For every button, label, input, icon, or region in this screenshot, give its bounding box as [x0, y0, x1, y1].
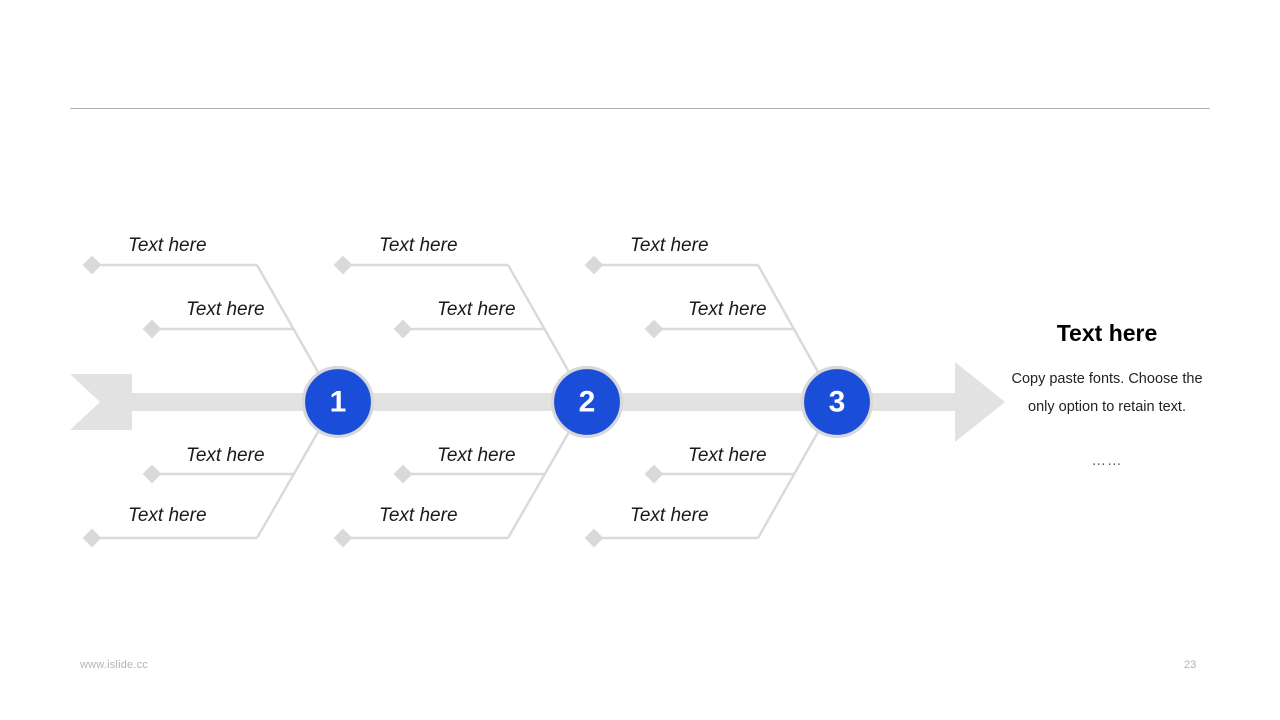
branch-label[interactable]: Text here	[437, 445, 516, 466]
node-circle-bg	[301, 365, 375, 439]
side-panel-title[interactable]: Text here	[1056, 320, 1158, 346]
branch-label[interactable]: Text here	[128, 235, 207, 256]
spine-diagonal-bottom	[255, 431, 320, 539]
branch-label[interactable]: Text here	[630, 235, 709, 256]
branch-label[interactable]: Text here	[379, 235, 458, 256]
node-number: 1	[330, 386, 347, 419]
branch-group-3	[584, 255, 820, 548]
side-panel-ellipsis: ……	[1091, 453, 1123, 469]
branch-label[interactable]: Text here	[688, 445, 767, 466]
spine-diagonal-bottom	[506, 431, 571, 539]
node-circle-bg	[800, 365, 874, 439]
branch-label[interactable]: Text here	[186, 299, 265, 320]
footer-website[interactable]: www.islide.cc	[80, 659, 149, 671]
arrow-tail	[70, 374, 132, 430]
spine-diagonal-top	[756, 264, 820, 373]
node-circle-3[interactable]: 3	[800, 365, 874, 439]
spine-diagonal-top	[255, 264, 320, 373]
branch-label[interactable]: Text here	[437, 299, 516, 320]
node-circle-bg	[550, 365, 624, 439]
node-number: 3	[829, 386, 846, 419]
spine-diagonal-bottom	[756, 431, 820, 539]
node-circle-2[interactable]: 2	[550, 365, 624, 439]
footer-page-number: 23	[1184, 659, 1197, 671]
node-circle-1[interactable]: 1	[301, 365, 375, 439]
branch-group-2	[333, 255, 571, 548]
branch-label[interactable]: Text here	[186, 445, 265, 466]
branch-group-1	[82, 255, 320, 548]
branch-label[interactable]: Text here	[128, 505, 207, 526]
arrow-head	[955, 362, 1005, 442]
side-panel-body[interactable]: Copy paste fonts. Choose the only option…	[1011, 370, 1203, 416]
branch-label[interactable]: Text here	[379, 505, 458, 526]
branch-label[interactable]: Text here	[688, 299, 767, 320]
header-divider	[70, 108, 1210, 109]
spine-diagonal-top	[506, 264, 571, 373]
branch-label[interactable]: Text here	[630, 505, 709, 526]
node-number: 2	[579, 386, 596, 419]
side-panel: Text here Copy paste fonts. Choose the o…	[1008, 320, 1206, 469]
